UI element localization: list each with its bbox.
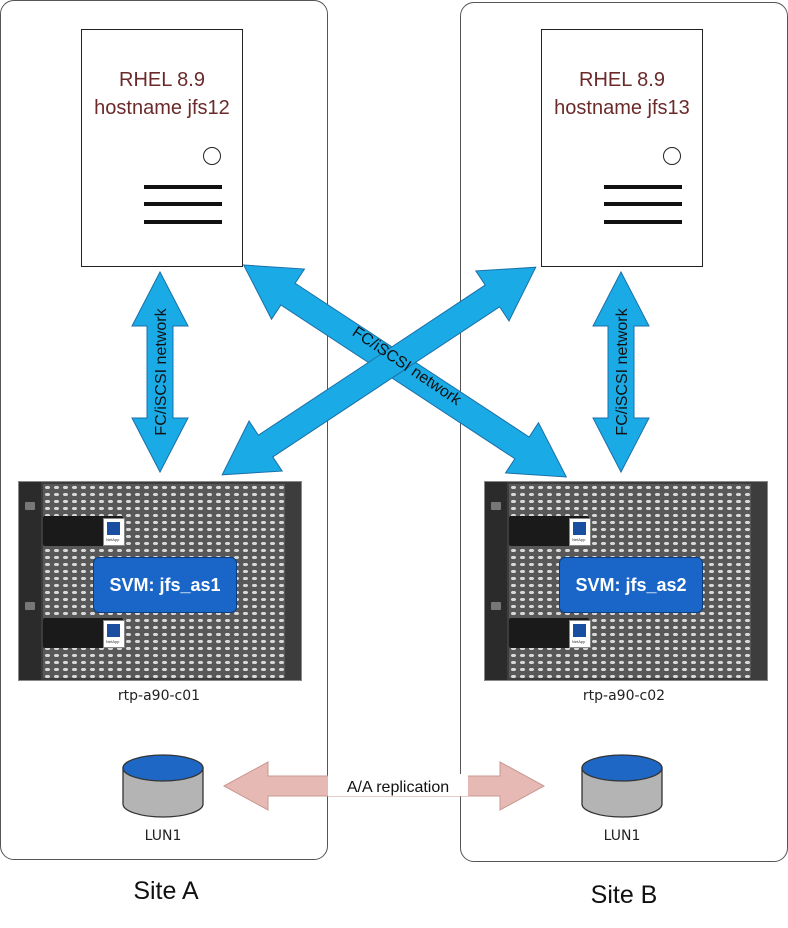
storage-array-site-a: NetApp NetApp SVM: jfs_as1 (18, 481, 302, 681)
netapp-logo-icon: NetApp (569, 518, 591, 546)
drive-slot-icon (144, 202, 222, 206)
storage-array-site-b: NetApp NetApp SVM: jfs_as2 (484, 481, 768, 681)
host-os-label: RHEL 8.9 (119, 69, 205, 91)
drive-slot-icon (144, 185, 222, 189)
host-hostname-label: hostname jfs13 (554, 97, 690, 119)
site-label-a: Site A (133, 877, 199, 905)
netapp-logo-icon: NetApp (103, 620, 125, 648)
svm-label-site-b: SVM: jfs_as2 (559, 557, 703, 613)
drive-slot-icon (144, 220, 222, 224)
host-text-site-a: RHEL 8.9 hostname jfs12 (82, 66, 242, 122)
site-label-b: Site B (590, 881, 658, 909)
netapp-logo-icon: NetApp (103, 518, 125, 546)
host-os-label: RHEL 8.9 (579, 69, 665, 91)
power-led-icon (663, 147, 681, 165)
host-server-site-a: RHEL 8.9 hostname jfs12 (81, 29, 243, 267)
network-label-cross: FC/iSCSI network (349, 324, 465, 410)
replication-label: A/A replication (347, 779, 449, 796)
lun-label-site-a: LUN1 (144, 828, 182, 844)
drive-slot-icon (604, 220, 682, 224)
host-text-site-b: RHEL 8.9 hostname jfs13 (542, 66, 702, 122)
svm-label-site-a: SVM: jfs_as1 (93, 557, 237, 613)
power-led-icon (203, 147, 221, 165)
netapp-logo-icon: NetApp (569, 620, 591, 648)
node-label-site-b: rtp-a90-c02 (582, 688, 666, 704)
drive-slot-icon (604, 202, 682, 206)
storage-side-rail (19, 482, 41, 680)
host-hostname-label: hostname jfs12 (94, 97, 230, 119)
node-label-site-a: rtp-a90-c01 (117, 688, 201, 704)
replication-label-bg (328, 774, 468, 796)
host-server-site-b: RHEL 8.9 hostname jfs13 (541, 29, 703, 267)
drive-slot-icon (604, 185, 682, 189)
storage-side-rail (485, 482, 507, 680)
lun-label-site-b: LUN1 (603, 828, 641, 844)
